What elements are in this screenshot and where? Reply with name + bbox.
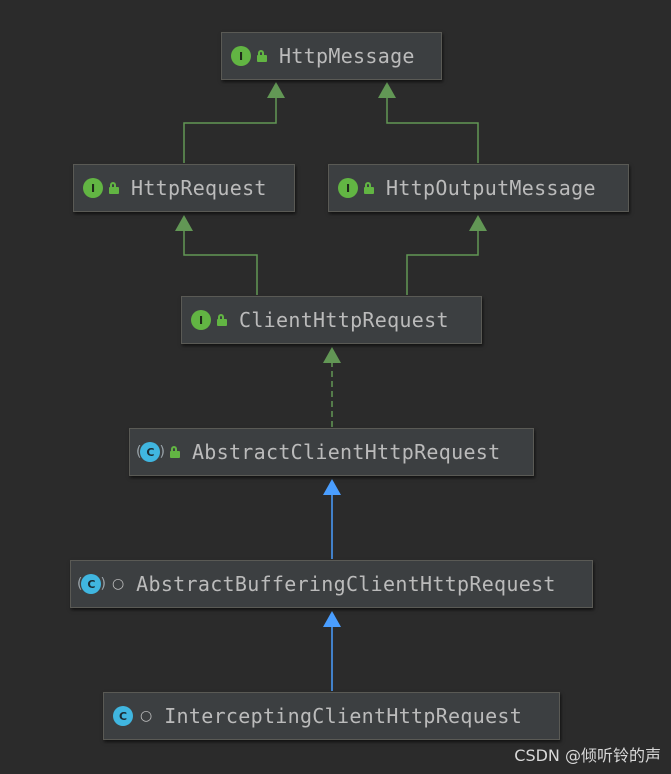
interface-icon: I: [338, 178, 358, 198]
public-access-icon: [257, 50, 267, 62]
interface-icon: I: [191, 310, 211, 330]
arrowhead-httprequest: [175, 215, 193, 231]
class-icon: C: [113, 706, 133, 726]
interface-icon: I: [83, 178, 103, 198]
edge-httpoutputmessage-httpmessage: [386, 96, 479, 163]
node-label: ClientHttpRequest: [239, 308, 449, 332]
node-httpoutputmessage[interactable]: I HttpOutputMessage: [328, 164, 629, 212]
node-httpmessage[interactable]: I HttpMessage: [221, 32, 442, 80]
public-access-icon: [217, 314, 227, 326]
public-access-icon: [364, 182, 374, 194]
abstract-class-icon: (C): [77, 574, 106, 594]
node-abstractclienthttprequest[interactable]: (C) AbstractClientHttpRequest: [129, 428, 534, 476]
node-label: InterceptingClientHttpRequest: [164, 704, 523, 728]
arrowhead-abstractbufferingclienthttprequest: [323, 611, 341, 627]
package-private-icon: ○: [111, 576, 125, 592]
node-httprequest[interactable]: I HttpRequest: [73, 164, 295, 212]
interface-icon: I: [231, 46, 251, 66]
node-label: AbstractBufferingClientHttpRequest: [136, 572, 556, 596]
public-access-icon: [169, 446, 180, 458]
edge-clienthttprequest-httprequest: [183, 229, 258, 295]
edge-clienthttprequest-httpoutputmessage: [406, 229, 479, 295]
public-access-icon: [109, 182, 119, 194]
node-label: HttpMessage: [279, 44, 415, 68]
node-abstractbufferingclienthttprequest[interactable]: (C) ○ AbstractBufferingClientHttpRequest: [70, 560, 593, 608]
arrowhead-clienthttprequest: [323, 347, 341, 363]
edge-httprequest-httpmessage: [183, 96, 277, 163]
arrowhead-abstractclienthttprequest: [323, 479, 341, 495]
node-label: AbstractClientHttpRequest: [191, 440, 501, 464]
node-clienthttprequest[interactable]: I ClientHttpRequest: [181, 296, 482, 344]
node-label: HttpOutputMessage: [386, 176, 596, 200]
node-label: HttpRequest: [131, 176, 267, 200]
arrowhead-httpmessage-left: [267, 82, 285, 98]
package-private-icon: ○: [140, 708, 153, 724]
abstract-class-icon: (C): [136, 442, 165, 462]
node-interceptingclienthttprequest[interactable]: C ○ InterceptingClientHttpRequest: [103, 692, 560, 740]
arrowhead-httpoutputmessage: [469, 215, 487, 231]
watermark: CSDN @倾听铃的声: [514, 746, 661, 765]
arrowhead-httpmessage-right: [378, 82, 396, 98]
